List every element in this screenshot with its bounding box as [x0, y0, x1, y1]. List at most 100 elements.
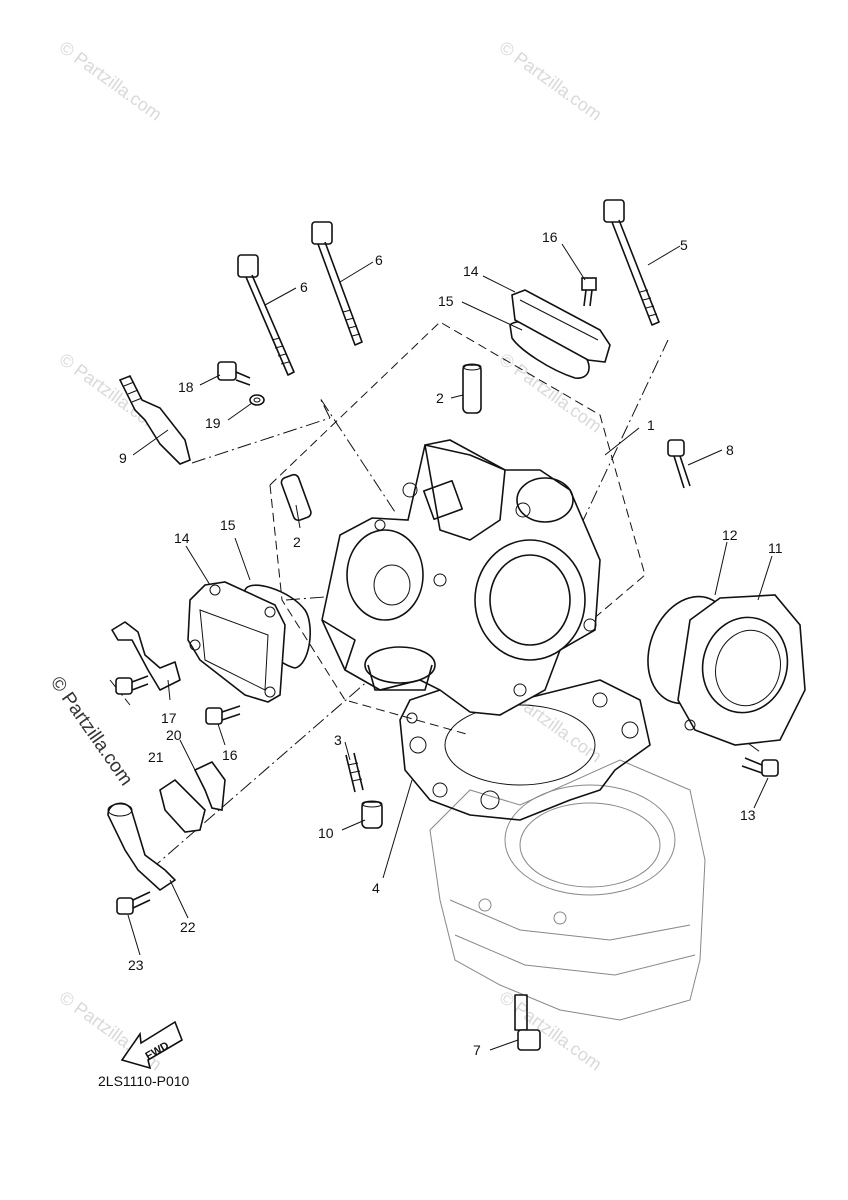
callout-20: 20 — [166, 727, 182, 743]
leader — [227, 402, 253, 421]
callout-18: 18 — [178, 379, 194, 395]
cylinder-block — [429, 759, 706, 1021]
gasket-hole — [409, 736, 427, 754]
stud-thread — [347, 762, 363, 782]
leader — [185, 545, 211, 586]
bolt-shank — [741, 757, 763, 774]
bolt-boss — [402, 482, 418, 498]
bolt-shank — [245, 274, 295, 376]
bracket — [111, 621, 181, 691]
callout-3: 3 — [334, 732, 342, 748]
bolt-18 — [217, 361, 251, 386]
callout-15-side: 15 — [220, 517, 236, 533]
cylinder-fin — [454, 934, 696, 976]
bolt-head — [667, 439, 685, 457]
cylinder-head — [321, 439, 601, 716]
dowel-2-side — [280, 473, 312, 522]
washer-hole — [253, 397, 261, 403]
bolt-shank — [317, 241, 363, 346]
callout-9: 9 — [119, 450, 127, 466]
bolt-hole — [553, 911, 567, 925]
bolt-head — [115, 677, 133, 695]
head-bolt-5 — [603, 199, 660, 326]
bolt-boss — [433, 573, 447, 587]
callout-2-upper: 2 — [436, 390, 444, 406]
leader — [647, 245, 681, 266]
head-flange — [321, 619, 356, 671]
leader — [132, 429, 169, 456]
leader — [264, 287, 297, 306]
breather-tube-end — [107, 803, 133, 817]
spark-plug-ribs — [123, 381, 143, 403]
callout-5: 5 — [680, 237, 688, 253]
bolt-boss — [515, 502, 531, 518]
bolt-thread — [342, 309, 361, 337]
leader — [179, 739, 196, 771]
callout-21: 21 — [148, 749, 164, 765]
valve-cover-upper-body — [511, 289, 611, 363]
leader — [714, 541, 728, 596]
assembly-outline — [269, 321, 646, 661]
bolt-head — [116, 897, 134, 915]
watermark: © Partzilla.com — [56, 37, 166, 124]
leader — [341, 819, 366, 831]
bolt-boss — [513, 683, 527, 697]
leader — [604, 427, 640, 456]
callout-13: 13 — [740, 807, 756, 823]
head-bolts — [237, 199, 660, 376]
gasket-hole — [592, 692, 608, 708]
leader — [199, 374, 221, 386]
bolt-23 — [116, 891, 151, 915]
callout-1: 1 — [647, 417, 655, 433]
bolt-head — [761, 759, 779, 777]
leader — [169, 879, 189, 919]
leader — [217, 723, 226, 746]
valve-spring-seat — [364, 646, 436, 684]
dowel-body — [361, 801, 383, 829]
leader — [167, 679, 171, 701]
callout-6b: 6 — [375, 252, 383, 268]
callout-16-lower: 16 — [222, 747, 238, 763]
cylinder-head-top — [424, 444, 506, 541]
intake-port-cover — [346, 529, 424, 621]
centerline — [191, 417, 331, 464]
bolt-head — [205, 707, 223, 725]
intake-bolt-hole — [684, 719, 696, 731]
bolt-shank — [673, 455, 691, 489]
bolt-shank — [611, 219, 660, 326]
leader — [489, 1039, 519, 1051]
washer-19 — [249, 394, 265, 406]
breather-parts — [107, 760, 226, 892]
leader — [561, 243, 586, 281]
gasket-hole — [621, 721, 639, 739]
fwd-arrow-shape — [120, 1020, 183, 1070]
bolt-head — [237, 254, 259, 278]
cylinder-fin — [449, 899, 691, 941]
dowel-body — [462, 364, 482, 414]
bolt-8 — [667, 439, 691, 489]
cam-chain-tunnel — [422, 479, 464, 521]
callout-15-upper: 15 — [438, 293, 454, 309]
dowels — [280, 363, 482, 829]
bolt-thread — [639, 289, 658, 317]
bolt-shank — [221, 705, 241, 721]
dowel-end — [361, 800, 383, 808]
leader — [753, 777, 769, 809]
intake-port-inner — [373, 564, 411, 606]
callout-17: 17 — [161, 710, 177, 726]
centerline — [109, 679, 131, 706]
leader — [461, 301, 523, 331]
bolt-thread — [271, 337, 290, 365]
callout-23: 23 — [128, 957, 144, 973]
gasket-hole — [432, 782, 448, 798]
cover-bolt-boss — [264, 686, 276, 698]
intake-spigot — [516, 477, 574, 523]
bolt-13 — [741, 757, 779, 777]
bolt-shank — [235, 371, 251, 386]
leader — [482, 275, 516, 293]
intake-joint-bore — [701, 616, 789, 714]
breather-plate — [159, 778, 206, 833]
bolt-21 — [115, 675, 149, 695]
callout-8: 8 — [726, 442, 734, 458]
